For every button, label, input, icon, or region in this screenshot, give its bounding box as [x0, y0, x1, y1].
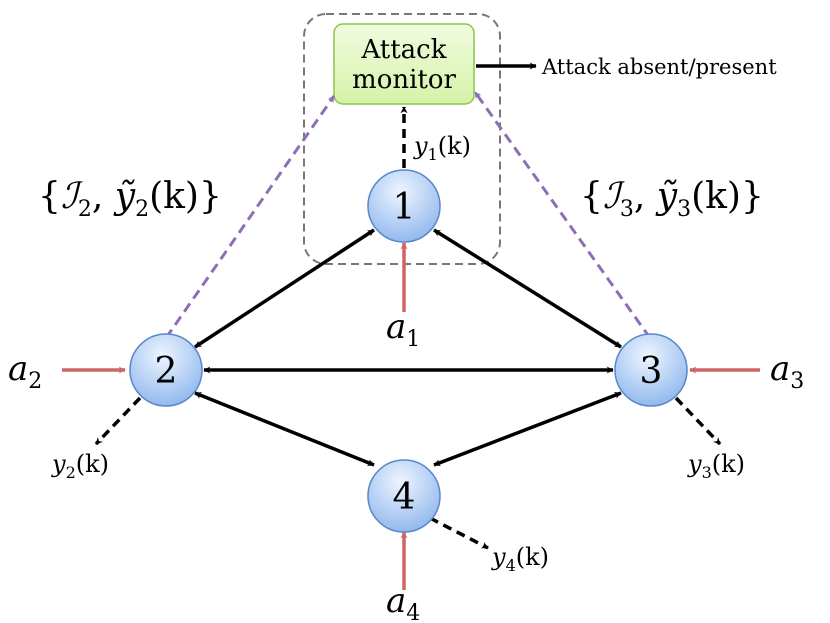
- node-2: 2: [129, 333, 203, 407]
- monitor-output-label: Attack absent/present: [541, 55, 777, 79]
- node-1-circle: [367, 169, 441, 243]
- info-set-left: {ℐ2, ỹ2(k)}: [38, 176, 222, 222]
- node-2-circle: [129, 333, 203, 407]
- node-1: 1: [367, 169, 441, 243]
- node-3: 3: [614, 333, 688, 407]
- edge-1-2: [194, 228, 375, 349]
- a1-label: a1: [386, 307, 420, 352]
- node-4-circle: [367, 459, 441, 533]
- y4-label: y4(k): [491, 543, 549, 575]
- node-2-label: 2: [155, 351, 178, 392]
- attack-monitor-box: [333, 23, 475, 105]
- y2-output-arrow: [94, 396, 142, 446]
- attack-monitor-label-line2: monitor: [352, 65, 456, 95]
- node-3-label: 3: [640, 351, 663, 392]
- y4-output-arrow: [429, 516, 489, 550]
- edge-2-4: [194, 391, 375, 467]
- node-4: 4: [367, 459, 441, 533]
- y1-label: y1(k): [413, 132, 471, 164]
- info-arrow-left: [164, 95, 336, 339]
- y3-output-arrow: [674, 396, 722, 446]
- y3-label: y3(k): [687, 450, 745, 482]
- node-4-label: 4: [393, 477, 416, 518]
- a4-label: a4: [386, 581, 420, 623]
- a2-label: a2: [8, 349, 42, 394]
- node-3-circle: [614, 333, 688, 407]
- attack-monitor-label-line1: Attack: [360, 35, 446, 65]
- node-1-label: 1: [393, 187, 416, 228]
- edge-3-4: [433, 391, 622, 467]
- edge-1-3: [433, 228, 622, 349]
- info-set-right: {ℐ3, ỹ3(k)}: [580, 176, 764, 222]
- y2-label: y2(k): [51, 450, 109, 482]
- a3-label: a3: [770, 349, 804, 394]
